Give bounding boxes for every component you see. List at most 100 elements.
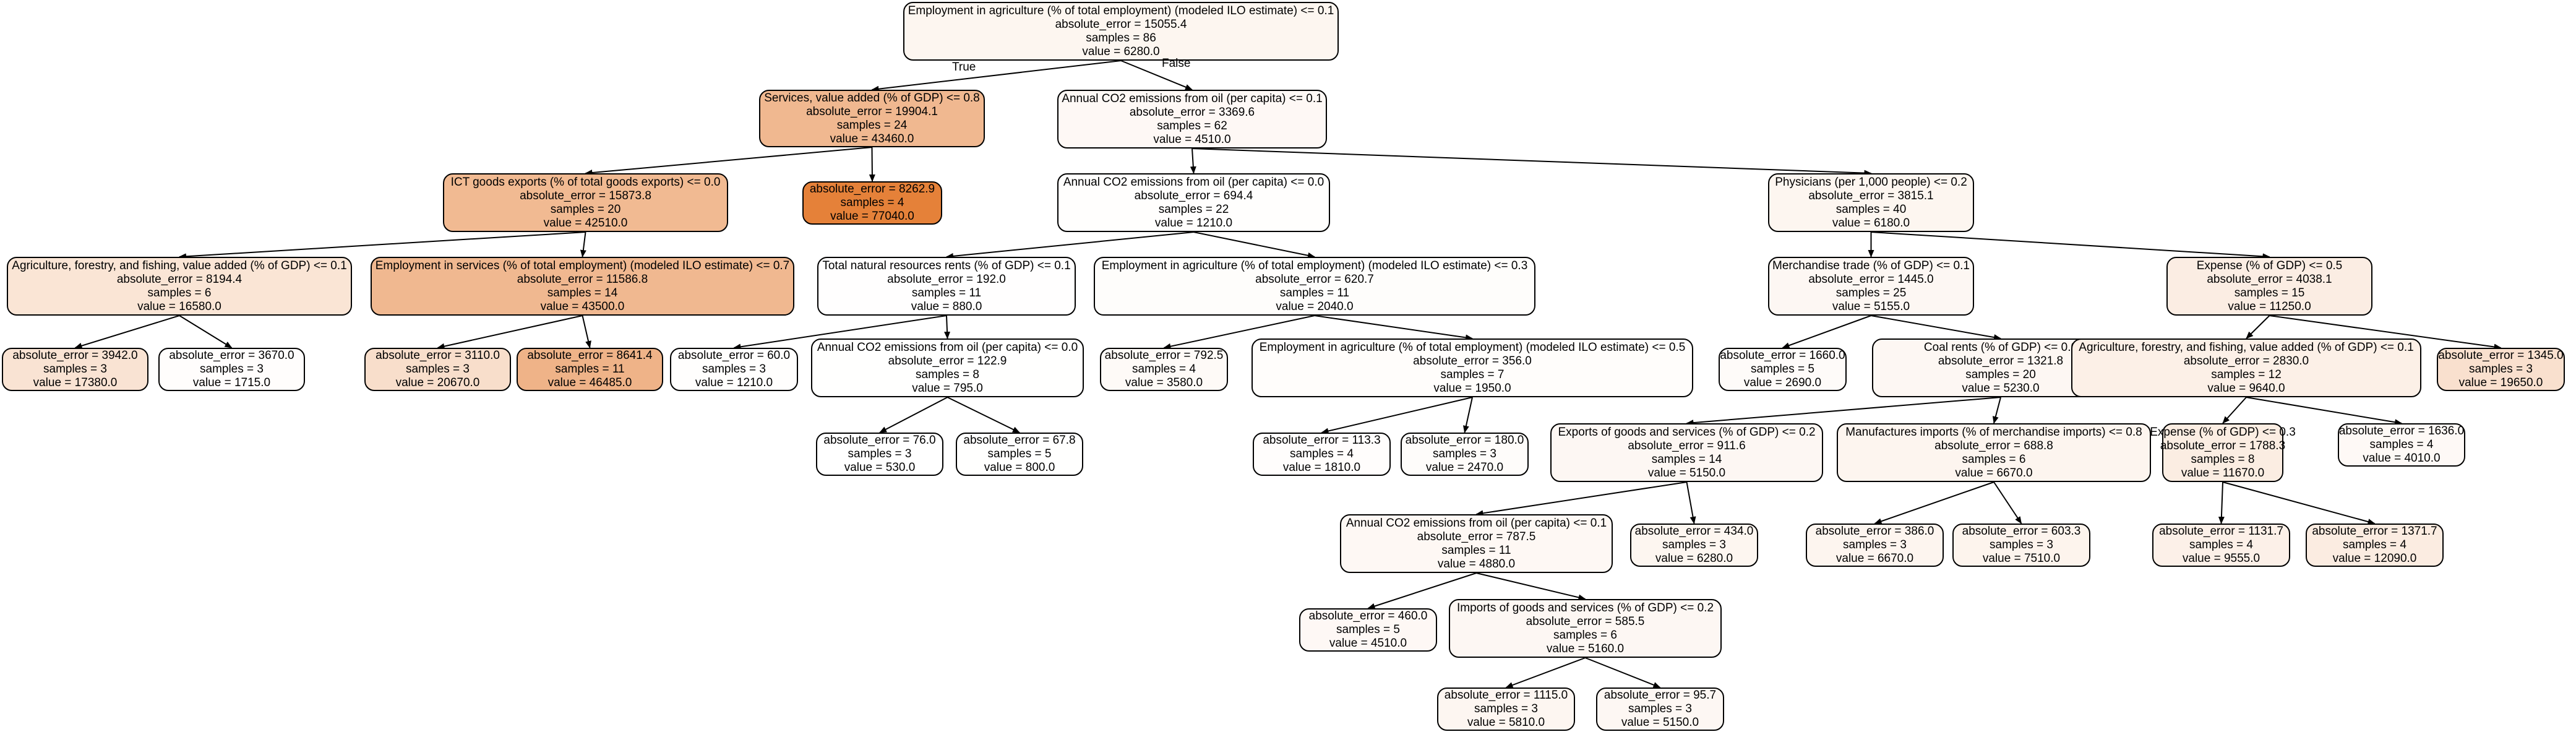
tree-split-node: Annual CO2 emissions from oil (per capit… [1340,514,1613,573]
node-text-line: value = 6180.0 [1832,216,1910,230]
tree-split-node: Agriculture, forestry, and fishing, valu… [2071,338,2421,397]
node-text-line: value = 5810.0 [1467,716,1545,729]
node-text-line: value = 43500.0 [540,300,625,313]
node-text-line: value = 5160.0 [1546,642,1625,655]
node-text-line: absolute_error = 1321.8 [1938,354,2064,368]
tree-edge [437,315,583,350]
node-text-line: Total natural resources rents (% of GDP)… [822,259,1071,272]
node-text-line: value = 42510.0 [543,216,628,230]
node-text-line: samples = 3 [1433,447,1496,460]
node-text-line: samples = 20 [550,202,621,216]
node-text-line: samples = 8 [916,368,979,381]
node-text-line: absolute_error = 1345.0 [2438,349,2564,362]
tree-split-node: Total natural resources rents (% of GDP)… [817,257,1076,316]
false-edge-label: False [1162,57,1191,70]
node-text-line: value = 2690.0 [1743,376,1822,389]
node-text-line: value = 5155.0 [1832,300,1910,313]
node-text-line: value = 9640.0 [2207,381,2285,395]
node-text-line: value = 7510.0 [1982,552,2061,565]
node-text-line: absolute_error = 1115.0 [1444,689,1568,702]
tree-edge [947,397,1020,433]
tree-edge [944,315,951,339]
node-text-line: absolute_error = 3369.6 [1129,105,1255,119]
tree-edge [2222,397,2247,424]
node-text-line: value = 16580.0 [137,300,221,313]
node-text-line: absolute_error = 11586.8 [517,272,648,286]
tree-edge [2246,397,2402,426]
node-text-line: samples = 11 [1279,286,1350,300]
node-text-line: absolute_error = 15055.4 [1055,17,1187,31]
node-text-line: value = 1210.0 [695,376,773,389]
tree-edge [1992,397,2001,424]
node-text-line: Services, value added (% of GDP) <= 0.8 [764,91,980,105]
node-text-line: Annual CO2 emissions from oil (per capit… [1063,175,1324,189]
node-text-line: samples = 3 [2469,363,2533,376]
node-text-line: value = 12090.0 [2332,552,2417,565]
node-text-line: value = 6280.0 [1655,552,1733,565]
node-text-line: samples = 6 [147,286,212,300]
tree-edge [1193,231,1315,259]
node-text-line: value = 795.0 [912,381,983,395]
node-text-line: samples = 8 [2191,452,2255,466]
tree-edge [1462,397,1473,433]
node-text-line: absolute_error = 67.8 [963,434,1076,447]
node-text-line: value = 4510.0 [1329,637,1407,650]
tree-edge [179,315,233,348]
node-text-line: value = 77040.0 [830,210,914,223]
node-text-line: value = 2470.0 [1425,461,1504,474]
node-text-line: value = 6670.0 [1955,466,2033,480]
tree-edge [1871,315,2001,341]
node-text-line: absolute_error = 192.0 [887,272,1006,286]
node-text-line: Employment in agriculture (% of total em… [1101,259,1528,272]
node-text-line: Annual CO2 emissions from oil (per capit… [817,340,1078,354]
node-text-line: Agriculture, forestry, and fishing, valu… [2079,340,2414,354]
node-text-line: absolute_error = 122.9 [888,354,1007,368]
node-text-line: absolute_error = 3670.0 [169,349,294,362]
node-text-line: samples = 86 [1086,31,1156,45]
tree-edge [1191,148,1872,176]
node-text-line: samples = 3 [1990,538,2053,551]
node-text-line: absolute_error = 1636.0 [2338,425,2465,437]
node-text-line: absolute_error = 8641.4 [527,349,653,362]
node-text-line: samples = 12 [2211,368,2282,381]
node-text-line: absolute_error = 60.0 [677,349,791,362]
node-text-line: samples = 6 [1553,628,1617,642]
node-text-line: Employment in services (% of total emplo… [375,259,790,272]
node-text-line: value = 43460.0 [830,132,914,145]
node-text-line: samples = 3 [848,447,912,460]
node-text-line: absolute_error = 386.0 [1815,525,1934,538]
node-text-line: absolute_error = 1445.0 [1808,272,1934,286]
node-text-line: samples = 4 [2343,538,2406,551]
tree-edge [1314,315,1473,341]
tree-edge [2222,481,2376,525]
tree-split-node: Manufactures imports (% of merchandise i… [1837,423,2151,482]
tree-split-node: Exports of goods and services (% of GDP)… [1550,423,1823,482]
node-text-line: value = 1950.0 [1433,381,1511,395]
node-text-line: samples = 3 [1474,702,1538,715]
node-text-line: value = 880.0 [911,300,982,313]
node-text-line: Imports of goods and services (% of GDP)… [1456,601,1714,614]
node-text-line: samples = 11 [911,286,982,300]
node-text-line: absolute_error = 792.5 [1104,349,1224,362]
tree-split-node: Employment in agriculture (% of total em… [1094,257,1535,316]
node-text-line: Expense (% of GDP) <= 0.5 [2196,259,2343,272]
tree-edge [1475,481,1687,517]
node-text-line: absolute_error = 911.6 [1628,439,1746,452]
node-text-line: absolute_error = 356.0 [1413,354,1532,368]
tree-split-node: Annual CO2 emissions from oil (per capit… [811,338,1084,397]
node-text-line: value = 46485.0 [547,376,632,389]
tree-edge [1686,397,2001,426]
